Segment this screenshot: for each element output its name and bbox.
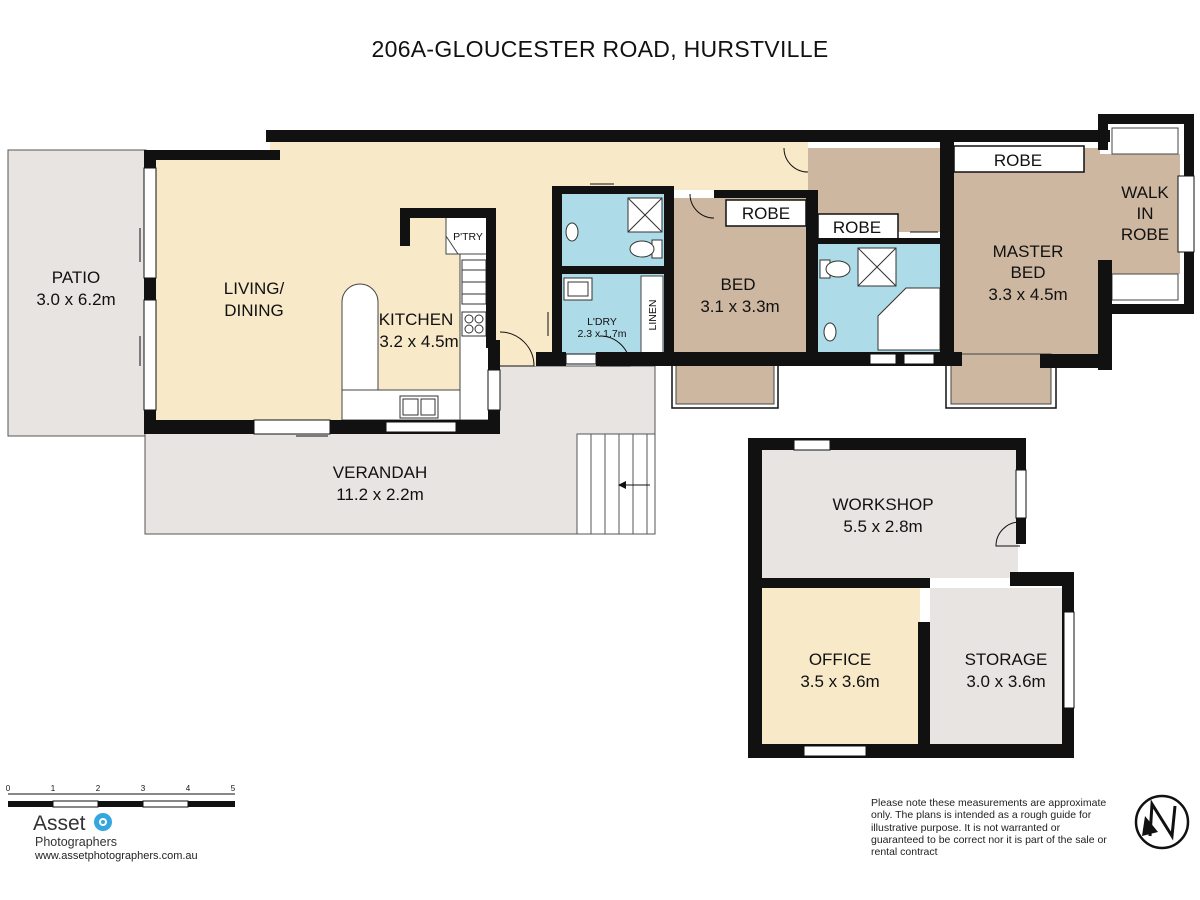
storage-size: 3.0 x 3.6m — [966, 672, 1045, 691]
walk-in-robe-floor — [1100, 154, 1180, 274]
scale-tick-2: 2 — [96, 784, 101, 793]
ensuite-shower-icon — [857, 247, 897, 287]
scale-tick-1: 1 — [51, 784, 56, 793]
bed-robe — [725, 199, 807, 227]
pantry-label: P'TRY — [453, 231, 483, 243]
sink-icon — [399, 395, 439, 419]
living-name-2: DINING — [224, 301, 284, 320]
patio-floor — [7, 149, 147, 437]
patio-size: 3.0 x 6.2m — [36, 290, 115, 309]
storage-floor — [930, 588, 1062, 744]
shower-icon — [627, 197, 663, 233]
ensuite-toilet-icon — [819, 259, 851, 279]
toilet-icon — [629, 239, 663, 259]
verandah-name: VERANDAH — [333, 463, 427, 482]
kitchen-size: 3.2 x 4.5m — [379, 332, 458, 351]
bed-size: 3.1 x 3.3m — [700, 297, 779, 316]
living-name-1: LIVING/ — [224, 279, 285, 298]
workshop-size: 5.5 x 2.8m — [843, 517, 922, 536]
master-name-1: MASTER — [993, 242, 1064, 261]
cooktop-icon — [461, 311, 487, 337]
patio-name: PATIO — [52, 268, 101, 287]
verandah-size: 11.2 x 2.2m — [336, 485, 424, 504]
basin-icon — [565, 222, 579, 242]
logo-subtitle: Photographers — [35, 835, 118, 849]
ensuite-robe — [817, 213, 899, 241]
bed-name: BED — [721, 275, 756, 294]
scale-tick-5: 5 — [231, 784, 236, 793]
workshop-name: WORKSHOP — [832, 495, 933, 514]
north-arrow-icon — [1134, 794, 1190, 850]
plan-title: 206A-GLOUCESTER ROAD, HURSTVILLE — [371, 36, 829, 62]
storage-name: STORAGE — [965, 650, 1048, 669]
office-name: OFFICE — [809, 650, 871, 669]
ensuite-robe-label: ROBE — [833, 218, 881, 237]
laundry-name: L'DRY — [587, 316, 617, 328]
master-bay — [950, 353, 1052, 405]
steps — [576, 433, 656, 535]
scale-tick-0: 0 — [6, 784, 11, 793]
master-size: 3.3 x 4.5m — [988, 285, 1067, 304]
scale-tick-3: 3 — [141, 784, 146, 793]
scale-bar: 0 1 2 3 4 5 — [6, 784, 236, 808]
company-logo: Asset Photographers www.assetphotographe… — [33, 812, 233, 863]
master-name-2: BED — [1011, 263, 1046, 282]
bath-icon — [877, 287, 941, 351]
logo-flower-icon — [94, 813, 113, 831]
walk-in-line-2: IN — [1137, 204, 1154, 223]
walk-in-line-1: WALK — [1121, 183, 1169, 202]
bed-robe-label: ROBE — [742, 204, 790, 223]
kitchen-name: KITCHEN — [379, 310, 454, 329]
disclaimer-text: Please note these measurements are appro… — [871, 797, 1107, 859]
laundry-size: 2.3 x 1.7m — [577, 328, 626, 340]
walk-in-line-3: ROBE — [1121, 225, 1169, 244]
office-floor — [762, 588, 920, 744]
workshop-floor — [762, 450, 1018, 578]
office-size: 3.5 x 3.6m — [800, 672, 879, 691]
logo-url: www.assetphotographers.com.au — [35, 850, 198, 862]
master-robe — [953, 145, 1085, 173]
scale-tick-4: 4 — [186, 784, 191, 793]
oven-icon — [461, 259, 487, 305]
master-robe-label: ROBE — [994, 151, 1042, 170]
logo-word: Asset — [33, 812, 86, 835]
linen-label: LINEN — [647, 300, 659, 331]
laundry-tub-icon — [563, 277, 593, 301]
